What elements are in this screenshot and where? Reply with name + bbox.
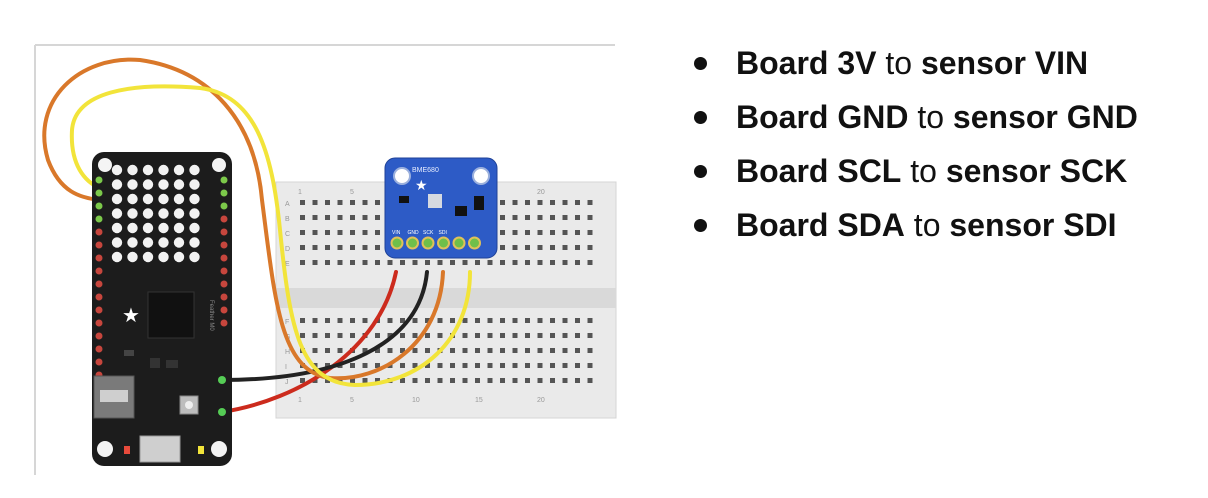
sensor-pin-name: GND [1066, 99, 1138, 135]
bullet-icon [694, 219, 707, 232]
sensor-star-icon: ★ [415, 177, 428, 193]
board-word: Board [736, 45, 829, 81]
board-pin-name: SDA [837, 207, 905, 243]
sensor-word: sensor [949, 207, 1055, 243]
board-word: Board [736, 207, 829, 243]
bullet-icon [694, 111, 707, 124]
microcontroller-chip [147, 291, 195, 339]
usb-port [139, 435, 181, 463]
row-letter: A [285, 201, 290, 208]
board-pin-name: SCL [837, 153, 902, 189]
sensor-pin-name: VIN [1034, 45, 1089, 81]
wires [42, 57, 472, 414]
connector-word: to [885, 45, 913, 81]
breadboard-bottom-holes [300, 318, 593, 383]
board-star-icon: ★ [122, 305, 140, 327]
connector-word: to [917, 99, 945, 135]
sensor-word: sensor [920, 45, 1026, 81]
ground-wire [220, 270, 429, 382]
connector-word: to [913, 207, 941, 243]
board-name-label: Feather M0 [208, 300, 214, 331]
sensor-word: sensor [952, 99, 1058, 135]
row-letter: H [285, 349, 290, 356]
sensor-pin-name: SDI [1063, 207, 1117, 243]
column-number: 1 [298, 189, 302, 196]
breadboard-top-holes [300, 200, 593, 265]
sensor-name-label: BME680 [412, 167, 439, 174]
board-pin-name: 3V [837, 45, 877, 81]
row-letter: E [285, 261, 290, 268]
sensor-word: sensor [945, 153, 1051, 189]
column-number: 15 [475, 397, 483, 404]
column-number: 5 [350, 397, 354, 404]
board-right-header-pins [220, 176, 228, 327]
row-letter: I [285, 364, 287, 371]
scl-wire [42, 57, 445, 381]
connection-item: Board SCL to sensor SCK [688, 148, 1138, 202]
row-letter: D [285, 246, 290, 253]
board-pin-name: GND [837, 99, 909, 135]
column-number: 20 [537, 397, 545, 404]
column-number: 5 [350, 189, 354, 196]
sensor-pin-name: SCK [1059, 153, 1128, 189]
row-letter: J [285, 379, 289, 386]
sda-wire [69, 84, 472, 388]
bullet-icon [694, 57, 707, 70]
row-letter: F [285, 319, 289, 326]
column-number: 1 [298, 397, 302, 404]
led-matrix [111, 164, 200, 263]
connection-item: Board GND to sensor GND [688, 94, 1138, 148]
sensor-pin-label: GND [408, 230, 420, 236]
sensor-pin-label: VIN [392, 230, 401, 236]
feather-board: ★ Feather M0 [92, 152, 232, 466]
sensor-pin-label: SCK [423, 230, 434, 236]
board-left-header-pins [95, 176, 103, 379]
connection-item: Board SDA to sensor SDI [688, 202, 1138, 256]
column-number: 20 [537, 189, 545, 196]
connector-word: to [910, 153, 937, 189]
row-letter: C [285, 231, 290, 238]
board-word: Board [736, 153, 829, 189]
connection-item: Board 3V to sensor VIN [688, 40, 1138, 94]
column-number: 10 [412, 397, 420, 404]
row-letter: B [285, 216, 290, 223]
bullet-icon [694, 165, 707, 178]
sensor-pin-label: SDI [439, 230, 447, 236]
board-word: Board [736, 99, 829, 135]
